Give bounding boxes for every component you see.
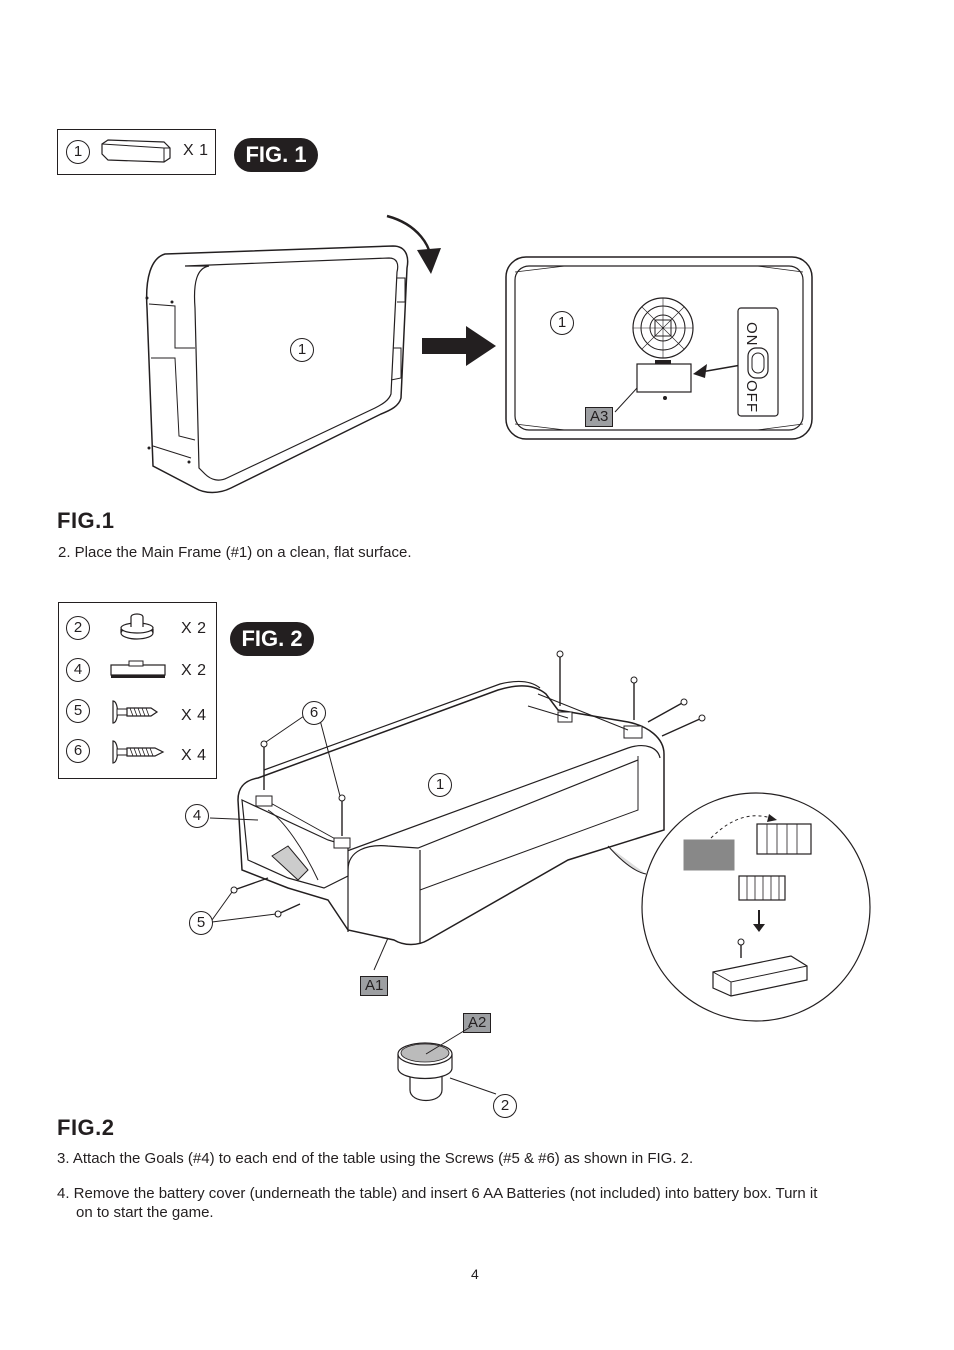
page-number: 4 (471, 1266, 479, 1282)
step-2-text: 2. Place the Main Frame (#1) on a clean,… (58, 544, 412, 561)
tag-a3: A3 (585, 407, 614, 427)
part-number-5: 5 (66, 699, 90, 723)
air-hockey-table-drawing (209, 650, 706, 971)
pusher-callout-2: 2 (493, 1094, 517, 1118)
part-qty-5: X 4 (181, 707, 207, 724)
main-frame-drawing (145, 214, 441, 494)
battery-switch-detail-drawing (505, 256, 813, 440)
pusher-part-icon (120, 613, 154, 640)
fig2-parts-box: 2 X 2 4 X 2 5 X 4 6 X 4 (58, 602, 217, 779)
table-callout-1: 1 (428, 773, 452, 797)
fig1-badge: FIG. 1 (234, 138, 318, 172)
goal-part-icon (110, 660, 166, 678)
tag-a2: A2 (463, 1013, 492, 1033)
part-number-2: 2 (66, 616, 90, 640)
screw-5-callout: 5 (189, 911, 213, 935)
frame-callout-1: 1 (290, 338, 314, 362)
part-qty-4: X 2 (181, 662, 207, 679)
fig1-heading: FIG.1 (57, 508, 115, 533)
screw-5-part-icon (112, 700, 159, 724)
step-4-text-line2: on to start the game. (76, 1204, 214, 1221)
fig2-badge: FIG. 2 (230, 622, 314, 656)
part-qty-2: X 2 (181, 620, 207, 637)
part-qty-6: X 4 (181, 747, 207, 764)
right-arrow-icon (422, 326, 496, 366)
goal-callout-4: 4 (185, 804, 209, 828)
part-number-6: 6 (66, 739, 90, 763)
pusher-drawing (397, 1025, 497, 1102)
step-3-text: 3. Attach the Goals (#4) to each end of … (57, 1150, 694, 1167)
fig2-heading: FIG.2 (57, 1115, 115, 1140)
screw-6-part-icon (112, 740, 165, 764)
switch-off-label: OFF (743, 380, 760, 413)
screw-6-callout: 6 (302, 701, 326, 725)
step-4-text-line1: 4. Remove the battery cover (underneath … (57, 1185, 818, 1202)
part-number-4: 4 (66, 658, 90, 682)
battery-compartment-detail (641, 792, 871, 1022)
tag-a1: A1 (360, 976, 389, 996)
detail-callout-1: 1 (550, 311, 574, 335)
fig1-parts-box: 1 X 1 (57, 129, 216, 175)
main-frame-part-icon (101, 139, 171, 163)
switch-on-label: ON (743, 322, 760, 347)
part-number-1: 1 (66, 140, 90, 164)
part-qty-1: X 1 (183, 142, 209, 159)
